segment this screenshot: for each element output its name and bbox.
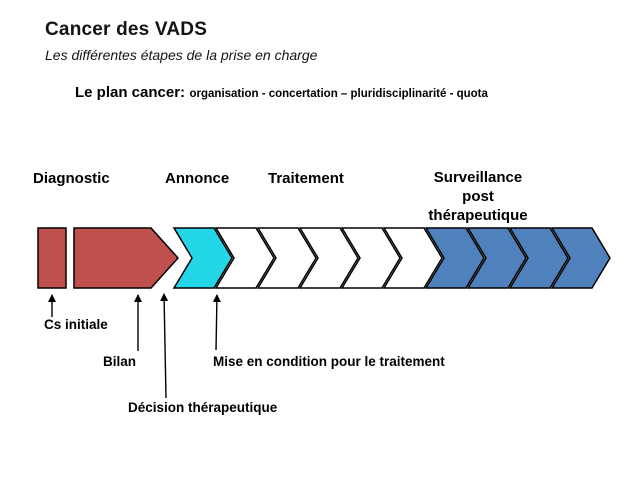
stage-chevron-shape xyxy=(424,227,485,289)
plan-cancer-label: Le plan cancer: xyxy=(75,84,186,101)
annotation-decision-therapeutique: Décision thérapeutique xyxy=(128,400,278,415)
stage-label-traitement: Traitement xyxy=(268,170,344,187)
stage-chevron-shape xyxy=(508,227,569,289)
stage-label-surveillance: Surveillance post thérapeutique xyxy=(402,168,554,225)
stage-chevron-shape xyxy=(298,227,359,289)
stage-chevron-shape xyxy=(340,227,401,289)
stage-chevron-shape xyxy=(256,227,317,289)
slide-title: Cancer des VADS xyxy=(45,19,208,40)
annotation-cs-initiale: Cs initiale xyxy=(44,317,108,332)
stage-chevron-shape xyxy=(550,227,611,289)
stage-arrow-shape xyxy=(73,227,180,289)
slide-subtitle: Les différentes étapes de la prise en ch… xyxy=(45,47,318,63)
stage-label-surveillance-line3: thérapeutique xyxy=(428,207,528,224)
stage-chevron-shape xyxy=(382,227,443,289)
plan-cancer-line: Le plan cancer: organisation - concertat… xyxy=(75,84,488,102)
stage-label-surveillance-line2: post xyxy=(462,188,494,205)
stage-label-diagnostic: Diagnostic xyxy=(33,170,110,187)
decision-therapeutique-arrow xyxy=(160,293,169,399)
stage-chevron-shape xyxy=(466,227,527,289)
mise-en-condition-arrow xyxy=(212,294,221,351)
stage-label-annonce: Annonce xyxy=(165,170,230,187)
stage-chevron-shape xyxy=(214,227,275,289)
stage-chevron-shape xyxy=(172,227,233,289)
annotation-bilan: Bilan xyxy=(103,354,137,369)
plan-cancer-detail: organisation - concertation – pluridisci… xyxy=(189,88,488,100)
stage-block-shape xyxy=(37,227,67,289)
stage-label-surveillance-line1: Surveillance xyxy=(433,169,523,186)
annotation-mise-en-condition: Mise en condition pour le traitement xyxy=(213,354,445,369)
